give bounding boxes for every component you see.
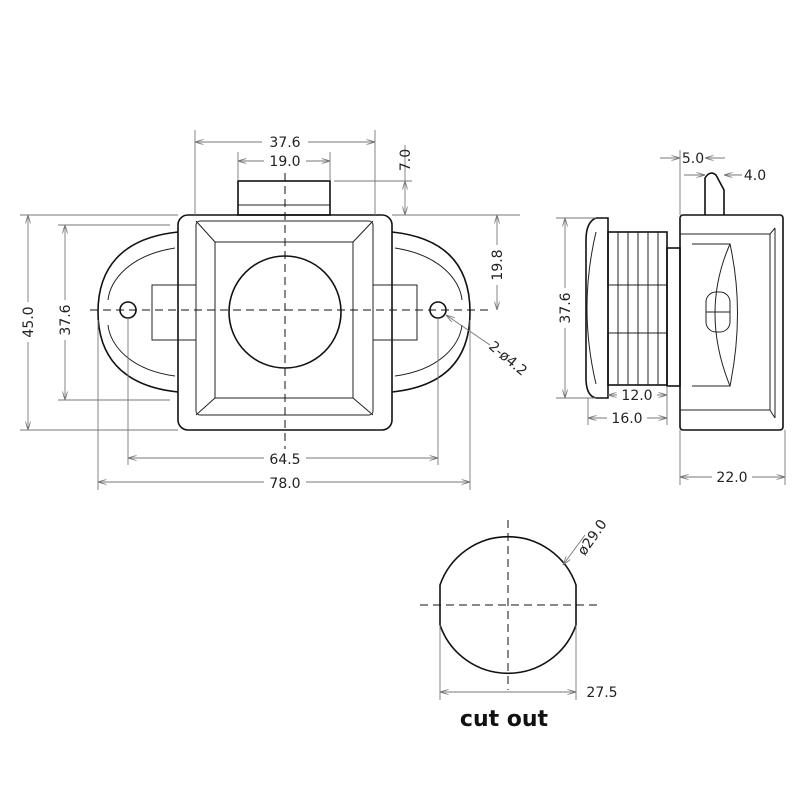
dim-tab-width: 19.0 [269, 154, 300, 170]
latch-tab [237, 180, 331, 216]
dim-diameter: ø29.0 [575, 517, 611, 559]
cutout-label: cut out [460, 707, 549, 732]
dim-tab-offset: 5.0 [682, 151, 704, 167]
dim-flange-height: 37.6 [558, 292, 574, 323]
lock-body [679, 214, 784, 431]
dim-holes: 2-ø4.2 [485, 338, 530, 379]
latch-tab-side [704, 172, 725, 215]
dim-center-offset: 19.8 [490, 249, 506, 280]
dim-hole-spacing: 64.5 [269, 452, 300, 468]
dim-total-width: 78.0 [269, 476, 300, 492]
dim-body-depth: 22.0 [716, 470, 747, 486]
mounting-plate [97, 231, 179, 393]
dim-total-height: 45.0 [21, 306, 37, 337]
dim-flat-width: 27.5 [586, 685, 617, 701]
cutout-view: 27.5 ø29.0 cut out [420, 517, 618, 732]
dim-body-width: 37.6 [269, 135, 300, 151]
dim-front-depth: 16.0 [611, 411, 642, 427]
dim-body-height: 37.6 [58, 304, 74, 335]
dim-tab-width-side: 4.0 [744, 168, 766, 184]
dim-thread-length: 12.0 [621, 388, 652, 404]
side-view: 37.6 5.0 4.0 12.0 16.0 22.0 [556, 150, 786, 486]
button-circle [228, 255, 342, 369]
dim-tab-height: 7.0 [398, 149, 414, 171]
front-view: 37.6 19.0 7.0 19.8 45.0 37.6 64.5 78.0 2… [19, 130, 530, 492]
